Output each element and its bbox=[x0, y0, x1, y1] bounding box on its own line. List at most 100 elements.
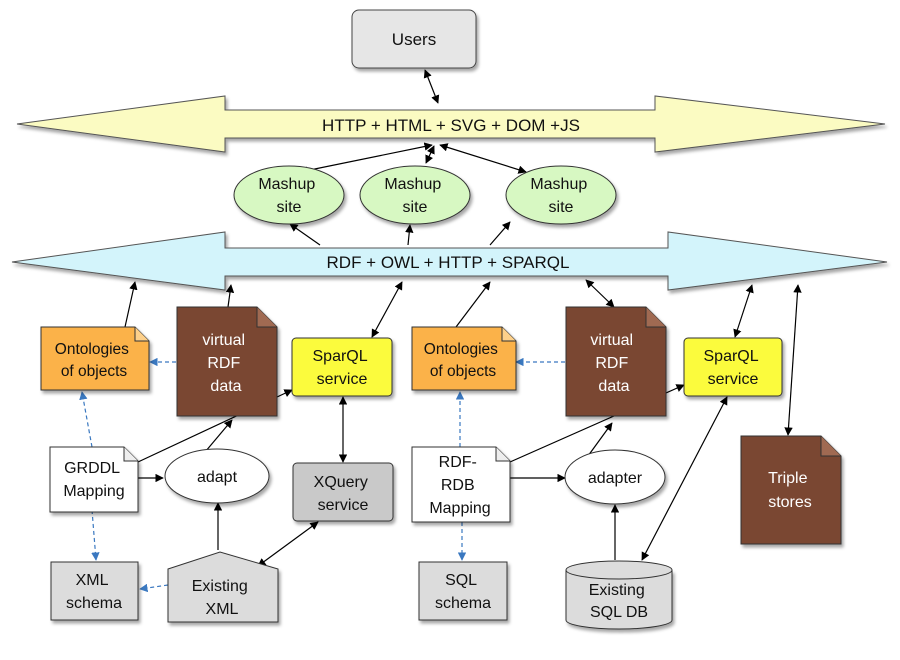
mashup-site-2-line2: site bbox=[403, 199, 428, 216]
svg-text:Triple stores: Triple stores bbox=[768, 470, 812, 511]
svg-text:GRDDL Mapping: GRDDL Mapping bbox=[63, 460, 124, 500]
svg-text:Existing SQL DB: Existing SQL DB bbox=[589, 582, 649, 621]
mashup-site-1: Mashup site bbox=[233, 165, 345, 225]
xml-schema: XML schema bbox=[50, 561, 139, 621]
edge-rdf-sparql2 bbox=[733, 284, 754, 338]
existing-sql-db: Existing SQL DB bbox=[565, 560, 673, 630]
svg-text:virtual RDF data: virtual RDF data bbox=[202, 332, 249, 395]
edge-grddl-xmlschema bbox=[91, 509, 100, 561]
sql-schema: SQL schema bbox=[418, 561, 508, 621]
edge-rdf-sparql1 bbox=[371, 281, 403, 338]
svg-text:Mashup site: Mashup site bbox=[384, 176, 445, 216]
triple-line2: stores bbox=[768, 494, 812, 511]
adapter-node: adapter bbox=[564, 449, 666, 505]
sparql-service-right: SparQL service bbox=[683, 337, 783, 397]
svg-text:SQL schema: SQL schema bbox=[435, 572, 491, 612]
sparql-right-line1: SparQL bbox=[704, 348, 759, 365]
ontologies-of-objects-right: Ontologies of objects bbox=[411, 326, 517, 391]
users-box: Users bbox=[351, 9, 477, 69]
virtual-rdf-left-line3: data bbox=[210, 378, 241, 395]
mashup-site-3-line2: site bbox=[549, 199, 574, 216]
edge-http-mashup3 bbox=[439, 143, 527, 174]
ontologies-right-line2: of objects bbox=[430, 363, 497, 380]
triple-stores: Triple stores bbox=[740, 435, 842, 545]
edge-http-mashup1 bbox=[299, 142, 433, 175]
edge-rdf-ontologies1 bbox=[124, 281, 138, 328]
edge-mashup1-rdf bbox=[289, 223, 321, 246]
adapter-label: adapter bbox=[588, 470, 643, 487]
http-band: HTTP + HTML + SVG + DOM +JS bbox=[16, 95, 886, 153]
rdf-rdb-line3: Mapping bbox=[429, 500, 490, 517]
existing-xml-line1: Existing bbox=[192, 578, 248, 595]
edge-rdf-triple bbox=[784, 284, 802, 436]
xquery-line2: service bbox=[318, 497, 369, 514]
svg-text:Ontologies of objects: Ontologies of objects bbox=[55, 341, 133, 380]
xml-schema-line1: XML bbox=[76, 572, 109, 589]
svg-text:Mashup site: Mashup site bbox=[258, 176, 319, 216]
svg-text:virtual RDF data: virtual RDF data bbox=[590, 332, 637, 395]
sparql-right-line2: service bbox=[708, 371, 759, 388]
virtual-rdf-data-right: virtual RDF data bbox=[565, 306, 667, 417]
grddl-line2: Mapping bbox=[63, 483, 124, 500]
virtual-rdf-right-line3: data bbox=[598, 378, 629, 395]
virtual-rdf-right-line2: RDF bbox=[595, 355, 628, 372]
rdf-band: RDF + OWL + HTTP + SPARQL bbox=[11, 231, 888, 291]
svg-text:RDF- RDB Mapping: RDF- RDB Mapping bbox=[429, 454, 490, 517]
existing-sql-line2: SQL DB bbox=[590, 604, 648, 621]
sparql-service-left: SparQL service bbox=[291, 337, 393, 397]
edge-sparql2-sqldb bbox=[641, 396, 728, 561]
http-band-label: HTTP + HTML + SVG + DOM +JS bbox=[322, 116, 580, 135]
ontologies-left-line2: of objects bbox=[61, 363, 128, 380]
edge-rdf-virtual2 bbox=[585, 279, 615, 308]
existing-xml-line2: XML bbox=[206, 601, 239, 618]
xquery-service: XQuery service bbox=[292, 462, 394, 522]
edge-rdf-virtual1 bbox=[225, 284, 235, 308]
svg-text:XQuery service: XQuery service bbox=[314, 474, 373, 514]
dashed-edges bbox=[79, 357, 565, 593]
edge-users-http bbox=[423, 69, 440, 104]
triple-line1: Triple bbox=[768, 470, 808, 487]
svg-text:SparQL service: SparQL service bbox=[313, 348, 372, 388]
edge-mashup2-rdf bbox=[405, 224, 414, 246]
sql-schema-line1: SQL bbox=[445, 572, 477, 589]
edge-mashup3-rdf bbox=[489, 221, 511, 246]
edge-adapter-virtual2 bbox=[587, 422, 613, 457]
xml-schema-line2: schema bbox=[66, 595, 122, 612]
edge-rdf-ontologies2 bbox=[455, 281, 491, 328]
existing-xml: Existing XML bbox=[167, 551, 279, 623]
edge-grddl-ontologies1 bbox=[79, 391, 93, 448]
svg-text:Mashup site: Mashup site bbox=[530, 176, 591, 216]
users-label: Users bbox=[392, 30, 436, 49]
mashup-site-3-line1: Mashup bbox=[530, 176, 587, 193]
mashup-site-2-line1: Mashup bbox=[384, 176, 441, 193]
edge-xml-xquery bbox=[257, 521, 319, 567]
mashup-site-3: Mashup site bbox=[505, 165, 617, 225]
edges bbox=[124, 69, 802, 567]
adapt-label: adapt bbox=[197, 469, 238, 486]
edge-http-mashup2 bbox=[425, 145, 435, 164]
virtual-rdf-right-line1: virtual bbox=[590, 332, 633, 349]
grddl-line1: GRDDL bbox=[64, 460, 120, 477]
rdf-rdb-line2: RDB bbox=[441, 477, 475, 494]
adapt-node: adapt bbox=[164, 448, 270, 504]
mashup-site-1-line1: Mashup bbox=[258, 176, 315, 193]
grddl-mapping: GRDDL Mapping bbox=[49, 446, 139, 513]
sql-schema-line2: schema bbox=[435, 595, 491, 612]
rdf-rdb-mapping: RDF- RDB Mapping bbox=[411, 446, 511, 523]
rdf-rdb-line1: RDF- bbox=[439, 454, 477, 471]
ontologies-left-line1: Ontologies bbox=[55, 341, 129, 358]
edge-xml-xmlschema bbox=[139, 583, 169, 593]
ontologies-of-objects-left: Ontologies of objects bbox=[40, 326, 150, 391]
mashup-site-2: Mashup site bbox=[359, 165, 471, 225]
svg-text:XML schema: XML schema bbox=[66, 572, 122, 612]
existing-sql-line1: Existing bbox=[589, 582, 645, 599]
ontologies-right-line1: Ontologies bbox=[424, 341, 498, 358]
virtual-rdf-left-line1: virtual bbox=[202, 332, 245, 349]
svg-text:SparQL service: SparQL service bbox=[704, 348, 763, 388]
sparql-left-line2: service bbox=[317, 371, 368, 388]
mashup-site-1-line2: site bbox=[277, 199, 302, 216]
xquery-line1: XQuery bbox=[314, 474, 368, 491]
virtual-rdf-data-left: virtual RDF data bbox=[176, 306, 278, 417]
rdf-band-label: RDF + OWL + HTTP + SPARQL bbox=[327, 253, 570, 272]
